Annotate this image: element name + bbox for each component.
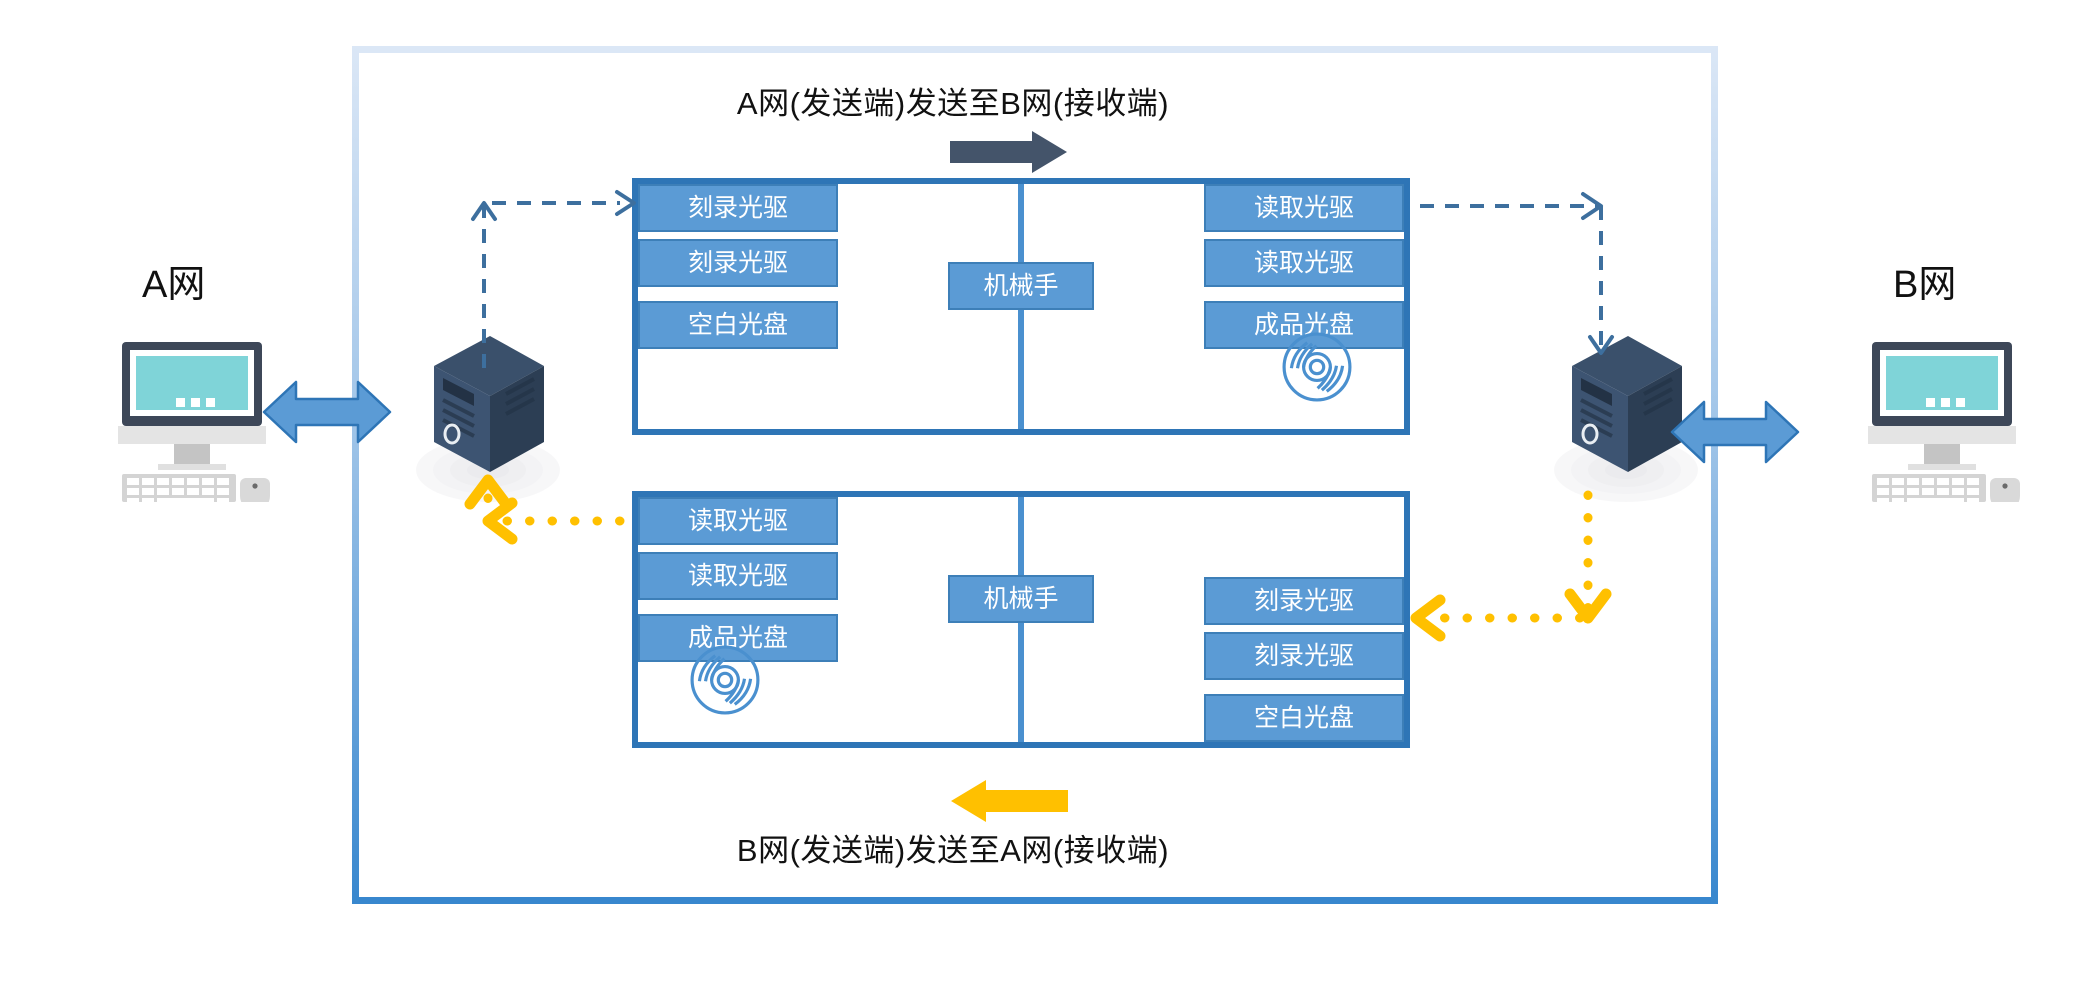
slot-burner-drive-1[interactable]: 刻录光驱 [638,184,838,232]
bottom-disc-machine: 读取光驱 读取光驱 成品光盘 刻录光驱 刻录光驱 空白光盘 机械手 [632,491,1410,748]
server-a-icon [416,336,560,502]
slot-reader-drive-2[interactable]: 读取光驱 [638,552,838,600]
slot-blank-disc[interactable]: 空白光盘 [1204,694,1404,742]
bottom-receive-slot-column: 读取光驱 读取光驱 成品光盘 [638,497,838,662]
network-b-label: B网 [1893,264,1957,306]
robot-arm-label-bottom: 机械手 [948,575,1094,623]
slot-reader-drive-2[interactable]: 读取光驱 [1204,239,1404,287]
robot-arm-label-top: 机械手 [948,262,1094,310]
slot-finished-disc[interactable]: 成品光盘 [1204,301,1404,349]
backward-direction-arrow-icon [951,780,1068,822]
slot-finished-disc[interactable]: 成品光盘 [638,614,838,662]
top-disc-machine: 刻录光驱 刻录光驱 空白光盘 读取光驱 读取光驱 成品光盘 机械手 [632,178,1410,435]
computer-a-icon [118,342,270,502]
network-a-label: A网 [142,264,206,306]
top-flow-title: A网(发送端)发送至B网(接收端) [736,86,1170,121]
network-b-link-arrow-icon [1670,400,1800,464]
slot-burner-drive-2[interactable]: 刻录光驱 [638,239,838,287]
server-b-icon [1554,336,1698,502]
top-send-slot-column: 刻录光驱 刻录光驱 空白光盘 [638,184,838,349]
cd-disc-icon [690,645,760,715]
top-receive-slot-column: 读取光驱 读取光驱 成品光盘 [1204,184,1404,349]
forward-direction-arrow-icon [950,131,1067,173]
slot-burner-drive-1[interactable]: 刻录光驱 [1204,577,1404,625]
network-a-link-arrow-icon [262,380,392,444]
bottom-flow-title: B网(发送端)发送至A网(接收端) [736,833,1170,868]
slot-blank-disc[interactable]: 空白光盘 [638,301,838,349]
computer-b-icon [1868,342,2020,502]
slot-reader-drive-1[interactable]: 读取光驱 [638,497,838,545]
slot-burner-drive-2[interactable]: 刻录光驱 [1204,632,1404,680]
cd-disc-icon [1282,332,1352,402]
slot-reader-drive-1[interactable]: 读取光驱 [1204,184,1404,232]
bottom-send-slot-column: 刻录光驱 刻录光驱 空白光盘 [1204,577,1404,742]
